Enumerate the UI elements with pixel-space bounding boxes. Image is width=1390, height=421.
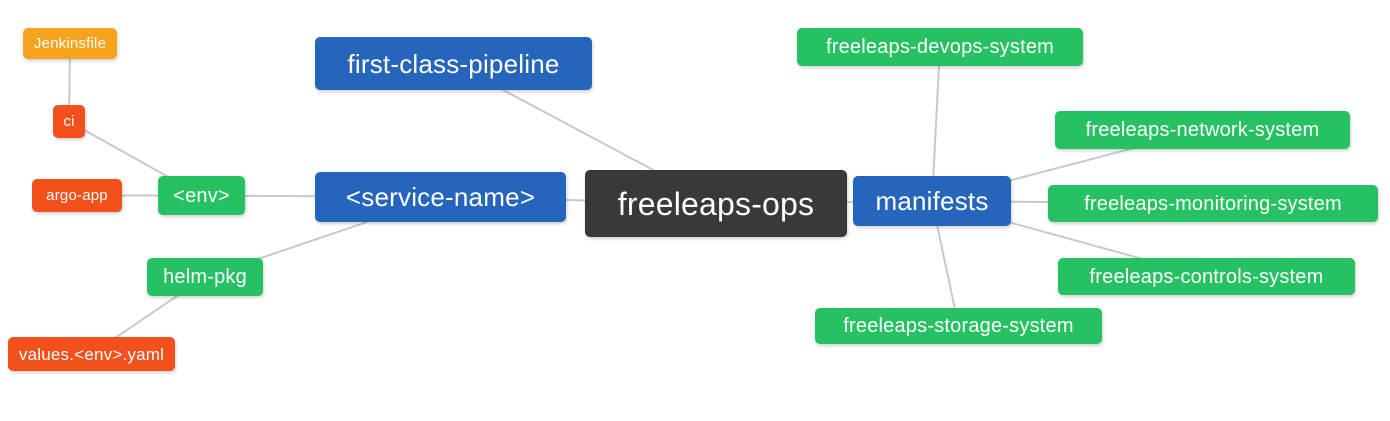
node-service-name[interactable]: <service-name>: [315, 172, 566, 222]
node-helm-pkg[interactable]: helm-pkg: [147, 258, 263, 296]
node-controls-system[interactable]: freeleaps-controls-system: [1058, 258, 1355, 295]
node-devops-system[interactable]: freeleaps-devops-system: [797, 28, 1083, 66]
node-monitoring-system[interactable]: freeleaps-monitoring-system: [1048, 185, 1378, 222]
node-manifests[interactable]: manifests: [853, 176, 1011, 226]
node-values-env-yaml[interactable]: values.<env>.yaml: [8, 337, 175, 371]
node-argo-app[interactable]: argo-app: [32, 179, 122, 212]
edge-manifests--devops-system: [931, 46, 941, 202]
node-jenkinsfile[interactable]: Jenkinsfile: [23, 28, 117, 59]
node-first-class-pipeline[interactable]: first-class-pipeline: [315, 37, 592, 90]
node-env[interactable]: <env>: [158, 176, 245, 215]
node-ci[interactable]: ci: [53, 105, 85, 138]
node-storage-system[interactable]: freeleaps-storage-system: [815, 308, 1102, 344]
node-network-system[interactable]: freeleaps-network-system: [1055, 111, 1350, 149]
node-freeleaps-ops[interactable]: freeleaps-ops: [585, 170, 847, 237]
